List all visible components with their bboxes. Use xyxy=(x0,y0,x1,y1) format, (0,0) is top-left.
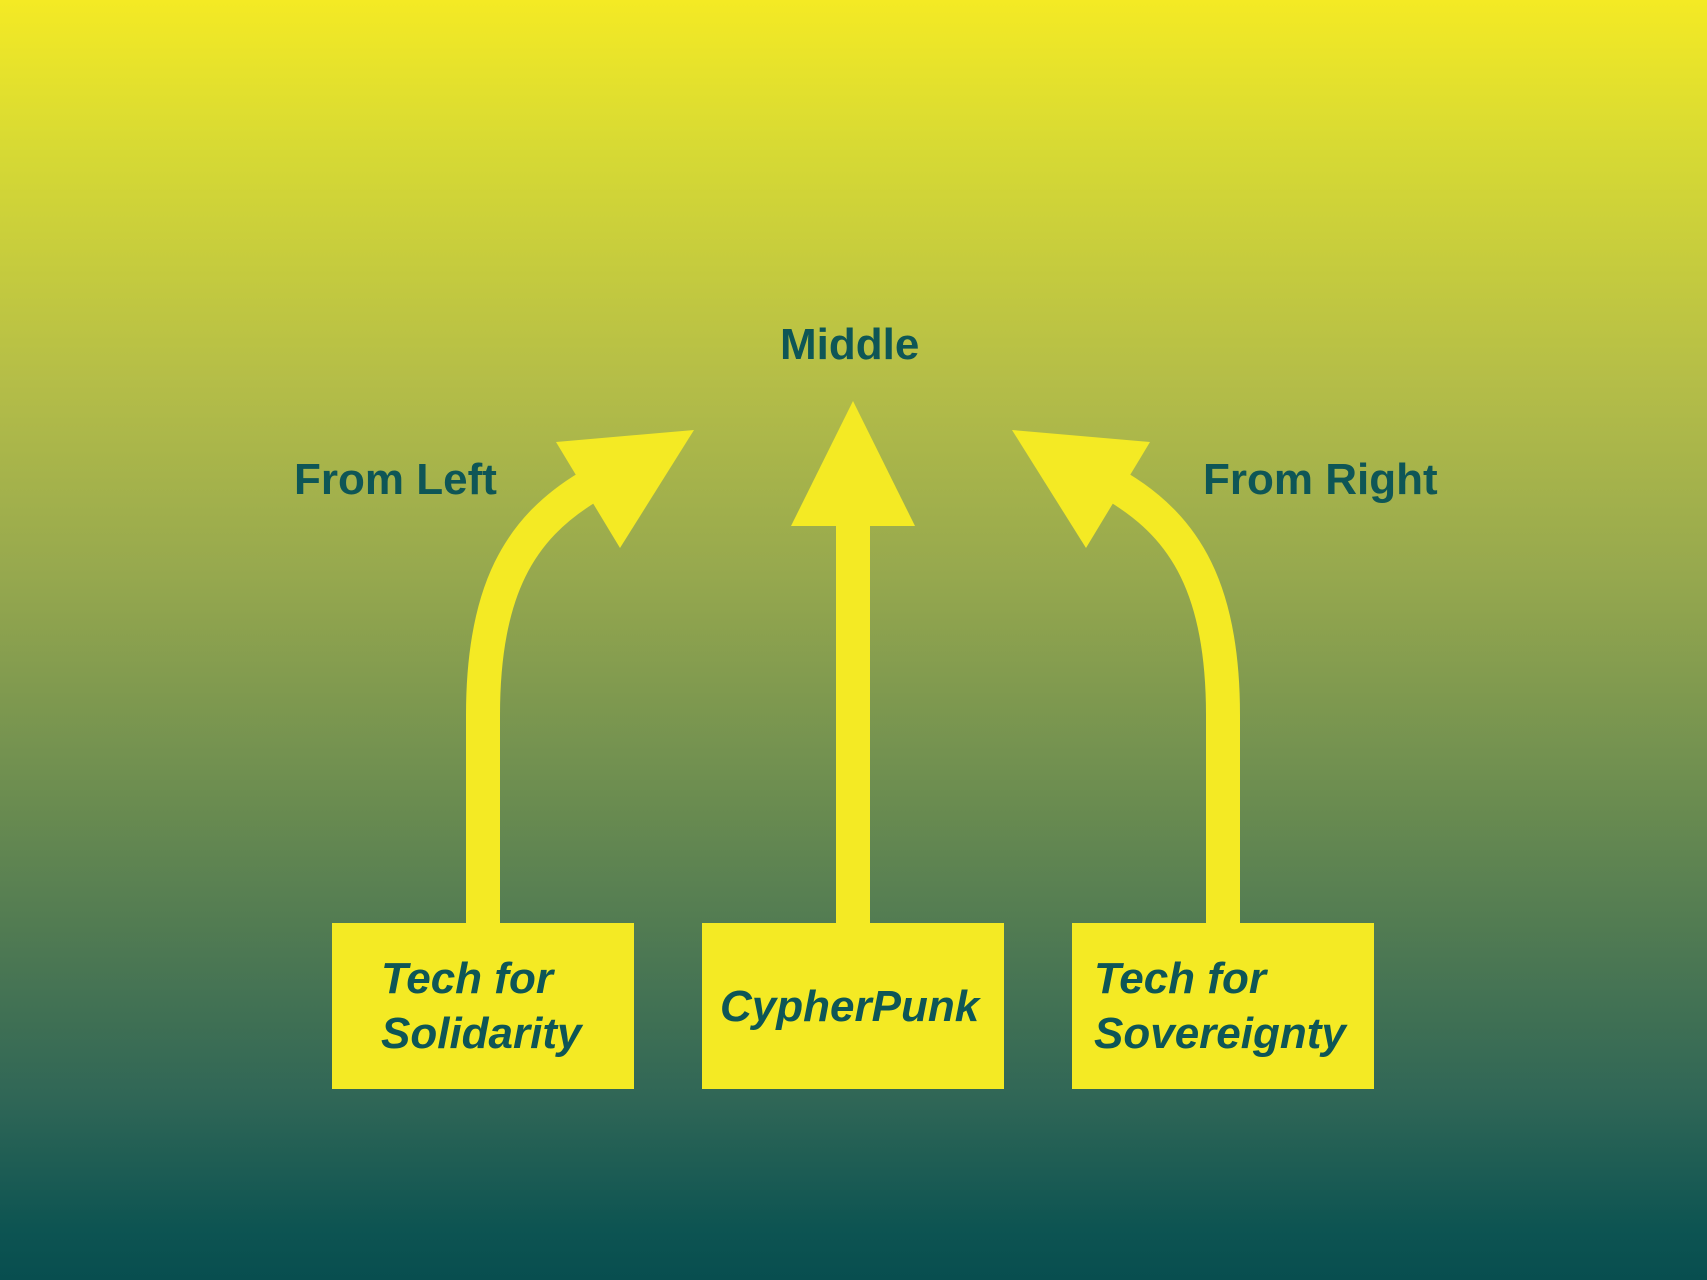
left-arrow-shaft xyxy=(466,472,597,925)
left-arrow-head xyxy=(556,430,694,548)
tech-for-solidarity-box: Tech for Solidarity xyxy=(332,923,634,1089)
center-arrow-shaft xyxy=(836,520,870,925)
right-arrow-head xyxy=(1012,430,1150,548)
from-left-label: From Left xyxy=(294,455,497,504)
center-arrow-head xyxy=(791,401,915,526)
box-right-line1: Tech for xyxy=(1094,954,1266,1003)
box-right-line2: Sovereignty xyxy=(1094,1009,1346,1058)
box-left-line2: Solidarity xyxy=(381,1009,582,1058)
tech-for-sovereignty-box: Tech for Sovereignty xyxy=(1072,923,1374,1089)
cypherpunk-box: CypherPunk xyxy=(702,923,1004,1089)
middle-label: Middle xyxy=(780,320,920,369)
right-arrow-shaft xyxy=(1109,472,1240,925)
box-center-line1: CypherPunk xyxy=(720,981,980,1031)
box-left-line1: Tech for xyxy=(381,954,553,1003)
from-right-label: From Right xyxy=(1203,455,1438,504)
